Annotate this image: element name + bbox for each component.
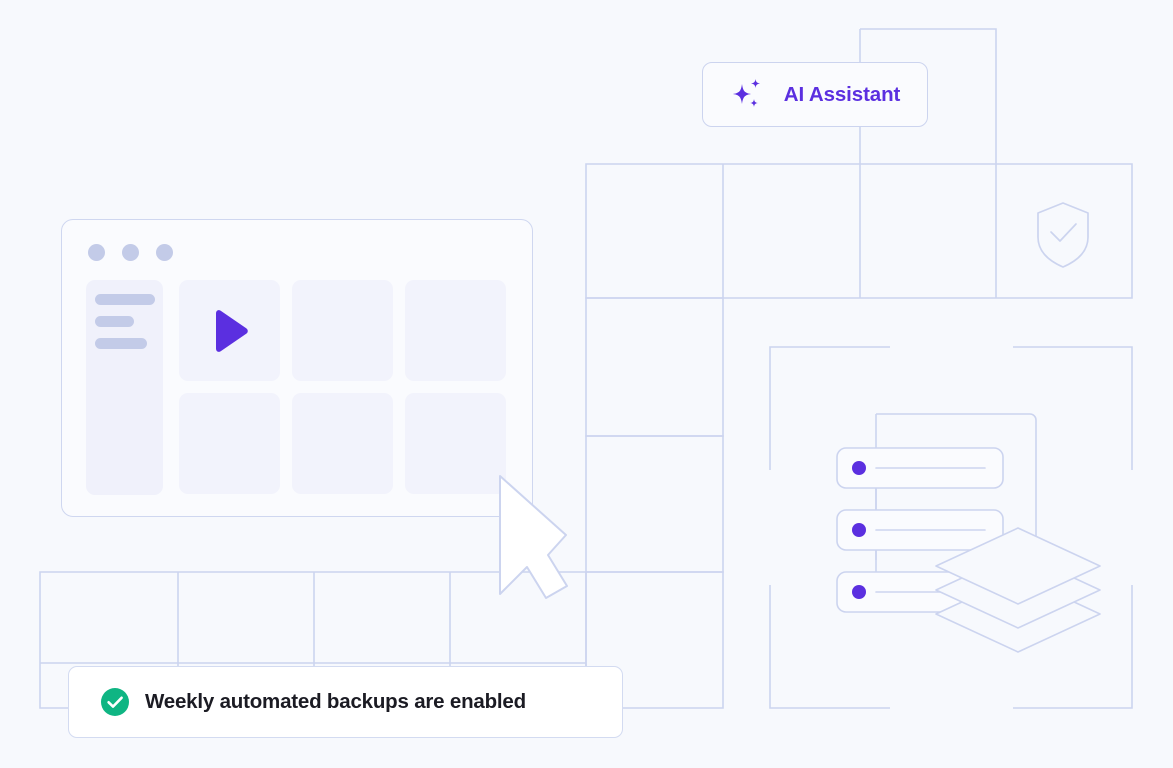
check-circle-icon xyxy=(101,688,129,716)
ai-assistant-badge[interactable]: AI Assistant xyxy=(702,62,928,127)
content-tile-5[interactable] xyxy=(292,393,393,494)
window-dot-maximize[interactable] xyxy=(156,244,173,261)
status-dot xyxy=(852,461,866,475)
backup-status-toast: Weekly automated backups are enabled xyxy=(68,666,623,738)
browser-window-mock xyxy=(61,219,533,517)
content-tile-4[interactable] xyxy=(179,393,280,494)
layers-stack-icon xyxy=(935,527,1101,653)
content-tile-1[interactable] xyxy=(179,280,280,381)
bg-row-upper xyxy=(585,163,1133,299)
status-dot xyxy=(852,523,866,537)
content-tile-2[interactable] xyxy=(292,280,393,381)
window-traffic-lights xyxy=(88,244,173,261)
window-dot-minimize[interactable] xyxy=(122,244,139,261)
bg-block-top-right xyxy=(860,28,997,164)
bracket-corner-top-left xyxy=(769,346,890,470)
window-dot-close[interactable] xyxy=(88,244,105,261)
sidebar-placeholder-bar-3 xyxy=(95,338,147,349)
content-tile-3[interactable] xyxy=(405,280,506,381)
bracket-corner-bottom-left xyxy=(769,585,890,709)
toast-message: Weekly automated backups are enabled xyxy=(145,690,526,713)
mock-content-grid xyxy=(179,280,506,494)
sidebar-placeholder-bar-1 xyxy=(95,294,155,305)
ai-assistant-label: AI Assistant xyxy=(783,82,901,106)
mock-sidebar xyxy=(86,280,163,495)
play-icon[interactable] xyxy=(210,309,250,353)
layer-top xyxy=(935,527,1101,605)
shield-check-icon xyxy=(1037,202,1089,268)
bracket-corner-bottom-right xyxy=(1013,585,1133,709)
server-row xyxy=(836,447,1004,489)
mouse-cursor-icon xyxy=(499,475,568,599)
server-row xyxy=(836,509,1004,551)
sidebar-placeholder-bar-2 xyxy=(95,316,134,327)
bracket-corner-top-right xyxy=(1013,346,1133,470)
sparkle-icon xyxy=(732,78,760,107)
status-dot xyxy=(852,585,866,599)
server-back-panel xyxy=(876,413,1037,560)
content-tile-6[interactable] xyxy=(405,393,506,494)
